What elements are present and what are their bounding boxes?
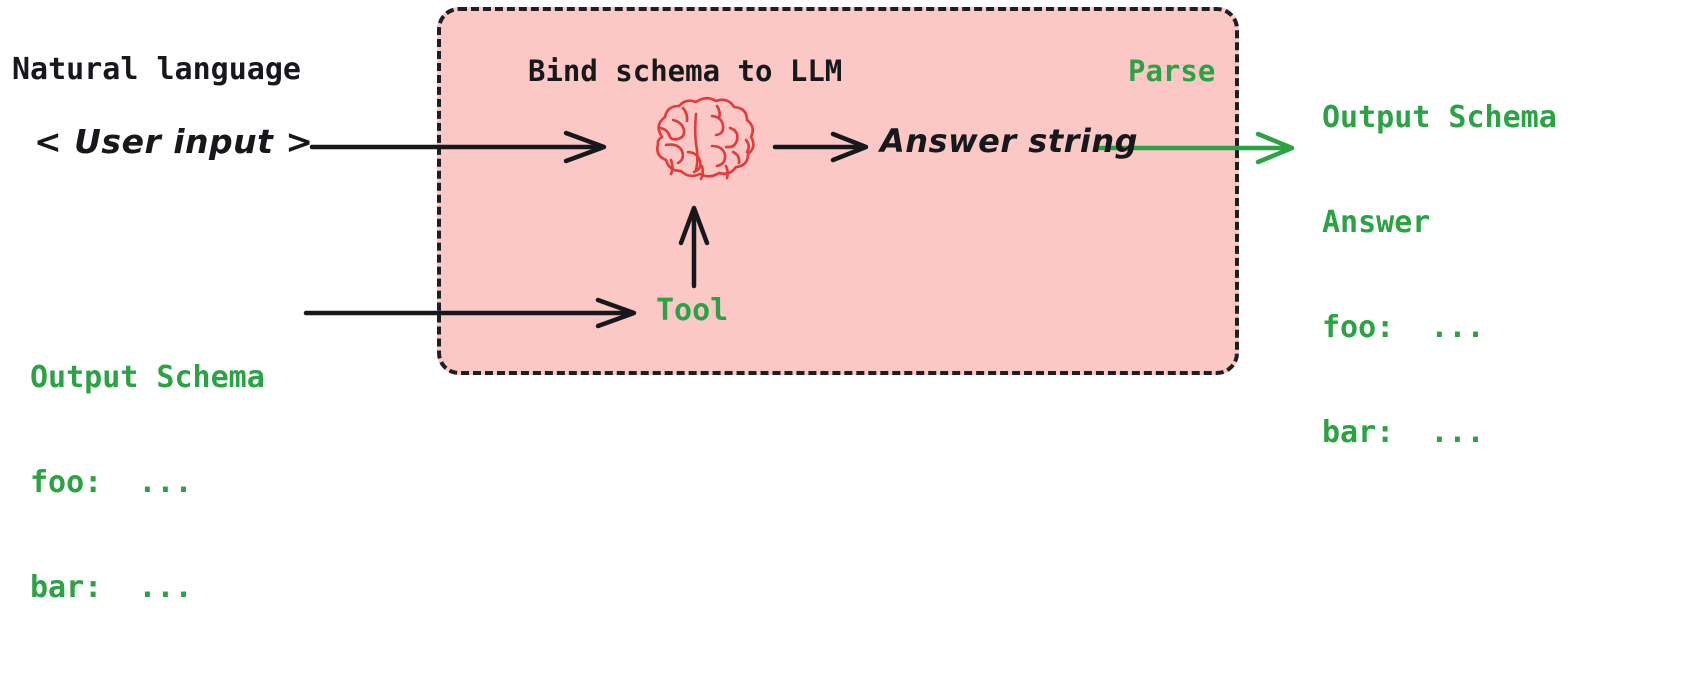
output-schema-block: Output Schema Answer foo: ... bar: ...: [1322, 30, 1557, 520]
output-schema-line-bar: bar: ...: [1322, 415, 1485, 450]
input-output-schema-block: Output Schema foo: ... bar: ...: [30, 290, 265, 675]
output-schema-line-foo: foo: ...: [1322, 310, 1485, 345]
parse-label: Parse: [1128, 54, 1216, 88]
input-schema-title: Output Schema: [30, 360, 265, 395]
natural-language-heading: Natural language: [12, 52, 301, 87]
output-schema-title: Output Schema: [1322, 100, 1557, 135]
output-schema-line-answer: Answer: [1322, 205, 1431, 240]
diagram-canvas: Natural language < User input > Bind sch…: [12, 7, 1557, 605]
bind-schema-label: Bind schema to LLM: [528, 54, 843, 88]
input-schema-line-bar: bar: ...: [30, 570, 193, 605]
answer-string-label: Answer string: [880, 122, 1139, 160]
tool-label: Tool: [656, 293, 729, 328]
user-input-label: < User input >: [34, 122, 314, 161]
input-schema-line-foo: foo: ...: [30, 465, 193, 500]
